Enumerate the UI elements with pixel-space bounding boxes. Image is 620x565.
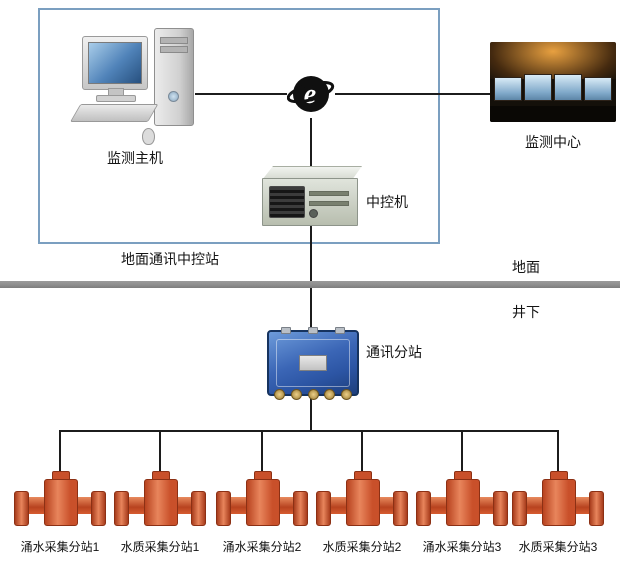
server-vent-icon (269, 186, 305, 218)
cable-gland-icon (335, 327, 345, 334)
junction-bottom-ports (274, 389, 352, 400)
screen-icon (523, 73, 552, 102)
control-machine-icon (262, 166, 362, 228)
connector-port-icon (324, 389, 336, 400)
screen-icon (493, 76, 522, 102)
sensor-body (144, 479, 178, 526)
computer-tower-icon (154, 28, 194, 126)
photo-screen-wall (493, 73, 613, 102)
ground-station-frame (38, 8, 440, 244)
device-label: 水质采集分站3 (518, 540, 598, 554)
drop-line-1 (59, 430, 61, 474)
connector-substation-to-bus (310, 392, 312, 432)
surface-underground-divider (0, 281, 620, 288)
junction-nameplate (299, 355, 327, 371)
flow-sensor-icon (416, 470, 508, 530)
computer-monitor-icon (82, 36, 148, 90)
monitor-host-label: 监测主机 (107, 150, 163, 166)
device-group-5: 涌水采集分站3 (410, 470, 514, 555)
mouse-icon (142, 128, 155, 145)
sensor-flange (589, 491, 604, 526)
monitor-stand-base-icon (96, 95, 136, 102)
connector-port-icon (290, 389, 302, 400)
drive-bay-icon (160, 46, 188, 53)
device-label: 水质采集分站2 (322, 540, 402, 554)
drop-line-4 (361, 430, 363, 474)
sensor-flange (416, 491, 431, 526)
connector-host-to-internet (195, 93, 287, 95)
flow-sensor-icon (512, 470, 604, 530)
substation-label: 通讯分站 (366, 344, 422, 360)
device-group-3: 涌水采集分站2 (210, 470, 314, 555)
junction-top-fittings (281, 327, 345, 334)
cable-gland-icon (281, 327, 291, 334)
flow-sensor-icon (114, 470, 206, 530)
control-machine-label: 中控机 (366, 194, 408, 210)
server-front-face (262, 178, 358, 226)
ground-station-label: 地面通讯中控站 (121, 251, 219, 267)
drive-bay-icon (160, 37, 188, 44)
sensor-flange (293, 491, 308, 526)
drop-line-3 (261, 430, 263, 474)
device-group-1: 涌水采集分站1 (8, 470, 112, 555)
flow-sensor-icon (316, 470, 408, 530)
sensor-flange (512, 491, 527, 526)
server-slot-icon (309, 191, 349, 196)
device-group-6: 水质采集分站3 (506, 470, 610, 555)
power-button-icon (168, 91, 179, 102)
junction-panel (276, 339, 350, 387)
screen-icon (553, 73, 583, 102)
sensor-body (446, 479, 480, 526)
server-slot-icon (309, 201, 349, 206)
internet-icon: e (286, 70, 335, 118)
sensor-flange (316, 491, 331, 526)
server-button-icon (309, 209, 318, 218)
drop-line-6 (557, 430, 559, 474)
sensor-flange (191, 491, 206, 526)
monitor-center-image (490, 42, 616, 122)
photo-glow (490, 42, 616, 79)
device-group-4: 水质采集分站2 (310, 470, 414, 555)
photo-desk (490, 106, 616, 122)
drop-line-2 (159, 430, 161, 474)
sensor-body (44, 479, 78, 526)
device-label: 涌水采集分站2 (222, 540, 302, 554)
sensor-flange (393, 491, 408, 526)
sensor-flange (114, 491, 129, 526)
computer-screen-icon (88, 42, 142, 84)
surface-label: 地面 (512, 259, 540, 275)
substation-box-icon (267, 327, 359, 400)
sensor-flange (216, 491, 231, 526)
flow-sensor-icon (14, 470, 106, 530)
sensor-flange (493, 491, 508, 526)
connector-control-to-substation (310, 226, 312, 332)
sensor-body (346, 479, 380, 526)
monitor-center-label: 监测中心 (525, 134, 581, 150)
internet-e-glyph: e (286, 76, 335, 112)
sensor-body (246, 479, 280, 526)
sensor-flange (91, 491, 106, 526)
connector-internet-to-control (310, 118, 312, 168)
device-label: 涌水采集分站3 (422, 540, 502, 554)
connector-port-icon (274, 389, 285, 400)
connector-port-icon (307, 389, 319, 400)
device-label: 涌水采集分站1 (20, 540, 100, 554)
keyboard-icon (70, 104, 159, 122)
screen-icon (584, 76, 613, 102)
connector-port-icon (341, 389, 352, 400)
sensor-body (542, 479, 576, 526)
cable-gland-icon (308, 327, 318, 334)
flow-sensor-icon (216, 470, 308, 530)
device-label: 水质采集分站1 (120, 540, 200, 554)
device-group-2: 水质采集分站1 (108, 470, 212, 555)
drop-line-5 (461, 430, 463, 474)
underground-label: 井下 (512, 304, 540, 320)
sensor-flange (14, 491, 29, 526)
monitor-host-icon (70, 28, 205, 146)
connector-internet-to-center (335, 93, 490, 95)
bus-line (59, 430, 559, 432)
